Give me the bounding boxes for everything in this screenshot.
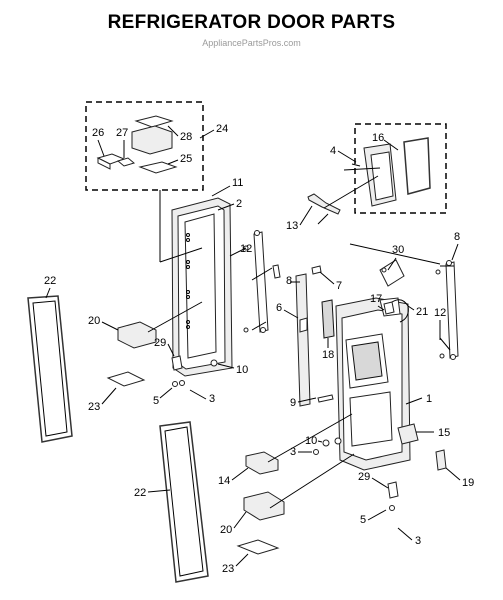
callout-10-right: 10: [305, 435, 317, 447]
tray-23-left: [106, 371, 146, 387]
callout-22-upper: 22: [44, 275, 56, 287]
watermark: AppliancePartsPros.com: [202, 38, 301, 48]
callout-7: 7: [336, 280, 342, 292]
screw-10c: [334, 437, 342, 445]
tray-23-right: [236, 539, 280, 555]
gasket-22-lower-inner: [164, 426, 204, 577]
mullion-6: [295, 273, 311, 407]
part-5-left: [172, 381, 178, 387]
callout-12-right: 12: [434, 307, 446, 319]
part-19: [435, 449, 447, 471]
part-15: [397, 423, 419, 445]
callout-27: 27: [116, 127, 128, 139]
callout-11: 11: [232, 177, 243, 189]
gasket-22-upper: [27, 295, 73, 443]
callout-29-right: 29: [358, 471, 370, 483]
callout-16: 16: [372, 132, 384, 144]
left-door: [171, 197, 233, 377]
callout-9: 9: [290, 397, 296, 409]
callout-28: 28: [180, 131, 192, 143]
screw-9: [317, 394, 334, 403]
callout-18: 18: [322, 349, 334, 361]
callout-3-right: 3: [415, 535, 421, 547]
right-door: [335, 297, 411, 471]
callout-4: 4: [330, 145, 336, 157]
bin-kit-parts: [96, 115, 178, 174]
hinge-strip-left: [253, 231, 269, 333]
kit-box-4: [354, 123, 447, 214]
hinge-pin-7: [311, 265, 322, 275]
callout-6: 6: [276, 302, 282, 314]
callout-3-left: 3: [209, 393, 215, 405]
callout-5-left: 5: [153, 395, 159, 407]
callout-8-right: 8: [454, 231, 460, 243]
callout-13: 13: [286, 220, 298, 232]
part-17: [383, 301, 395, 315]
callout-24: 24: [216, 123, 228, 135]
callout-26: 26: [92, 127, 104, 139]
callout-3-mid: 3: [290, 446, 296, 458]
callout-21: 21: [416, 306, 428, 318]
leader-lines: [147, 163, 454, 509]
gasket-22-upper-inner: [32, 300, 68, 437]
kit-box-24: [85, 101, 204, 191]
hinge-strip-right: [445, 261, 459, 359]
bin-20-left: [117, 321, 157, 349]
callouts: 1 2 3 3 3 4 5 5 6 7 8 8 9 10 10 11 12 12…: [44, 123, 474, 575]
screw-3b: [313, 449, 319, 455]
callout-30: 30: [392, 244, 404, 256]
bin-20-right: [243, 491, 285, 521]
callout-20-left: 20: [88, 315, 100, 327]
callout-23-right: 23: [222, 563, 234, 575]
screw-3a: [179, 380, 185, 386]
callout-20-right: 20: [220, 524, 232, 536]
part-30: [379, 259, 405, 287]
hinge-pin-8a: [272, 264, 281, 279]
gasket-22-lower: [159, 421, 209, 583]
handle-13: [307, 193, 341, 215]
dispenser-frame: [363, 137, 431, 207]
part-5-right: [389, 505, 395, 511]
callout-25: 25: [180, 153, 192, 165]
callout-10-left: 10: [236, 364, 248, 376]
callout-12-left: 12: [240, 243, 252, 255]
callout-2: 2: [236, 198, 242, 210]
callout-8-left: 8: [286, 275, 292, 287]
callout-15: 15: [438, 427, 450, 439]
callout-5-right: 5: [360, 514, 366, 526]
callout-17: 17: [370, 293, 382, 305]
callout-29-left: 29: [154, 337, 166, 349]
callout-1: 1: [426, 393, 432, 405]
screw-10a: [210, 359, 218, 367]
callout-22-lower: 22: [134, 487, 146, 499]
door-bin-14: [245, 451, 279, 475]
callout-19: 19: [462, 477, 474, 489]
callout-14: 14: [218, 475, 230, 487]
diagram-title: REFRIGERATOR DOOR PARTS: [107, 12, 396, 33]
part-29-right: [387, 481, 399, 499]
part-18: [321, 299, 335, 339]
screw-10b: [322, 439, 330, 447]
callout-23-left: 23: [88, 401, 100, 413]
part-29-left: [171, 355, 183, 371]
